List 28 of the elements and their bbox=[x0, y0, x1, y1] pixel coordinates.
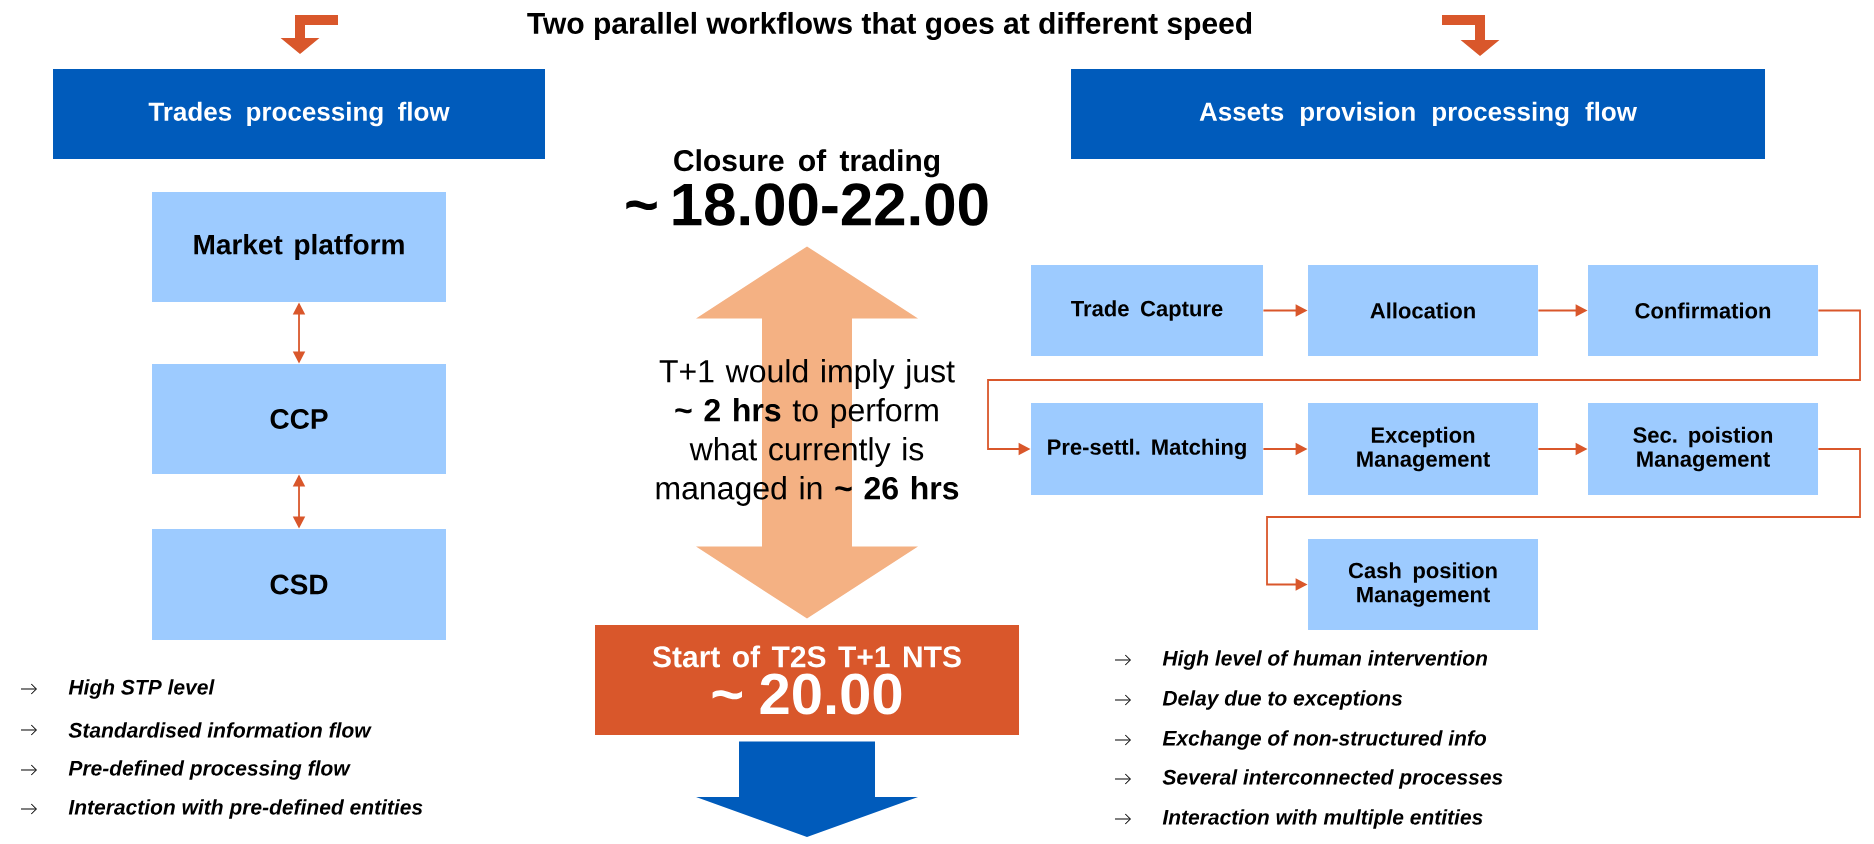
bullet-text: Pre-defined processing flow bbox=[68, 760, 351, 780]
arrow bbox=[696, 246, 918, 619]
bullet-text: Delay due to exceptions bbox=[1162, 690, 1403, 710]
process-box: Trade Capture bbox=[1031, 265, 1263, 356]
process-box: Pre-settl. Matching bbox=[1031, 403, 1263, 495]
bullet-text: High STP level bbox=[68, 679, 215, 699]
bullet-text: Standardised information flow bbox=[68, 722, 372, 738]
bullet-text: Interaction with multiple entities bbox=[1162, 809, 1483, 829]
process-header: Assets provision processing flow bbox=[1071, 69, 1765, 159]
arrow bbox=[1266, 448, 1861, 591]
process-box: CCP bbox=[152, 364, 446, 474]
bullet-text: Interaction with pre-defined entities bbox=[68, 799, 423, 819]
title: Two parallel workflows that goes at different speed bbox=[527, 11, 1252, 41]
start-box: Start of T2S T+1 NTS ~ 20.00 bbox=[595, 625, 1019, 735]
time-label: Closure of trading ~ 18.00-22.00 bbox=[626, 149, 988, 226]
bullet-text: Exchange of non-structured info bbox=[1162, 730, 1487, 750]
bullet-text: Several interconnected processes bbox=[1162, 769, 1503, 789]
process-box: Confirmation bbox=[1588, 265, 1818, 356]
process-header: Trades processing flow bbox=[53, 69, 545, 159]
process-box: Sec. poistion Management bbox=[1588, 403, 1818, 495]
process-box: Market platform bbox=[152, 192, 446, 302]
process-box: Exception Management bbox=[1308, 403, 1538, 495]
arrow bbox=[696, 741, 918, 837]
bullet-text: High level of human intervention bbox=[1162, 650, 1488, 670]
process-box: Cash position Management bbox=[1308, 539, 1538, 630]
process-box: Allocation bbox=[1308, 265, 1538, 356]
edge-label: T+1 would imply just ~ 2 hrs to perform what currently is managed in ~ 26 hrs bbox=[656, 359, 959, 506]
process-box: CSD bbox=[152, 529, 446, 640]
